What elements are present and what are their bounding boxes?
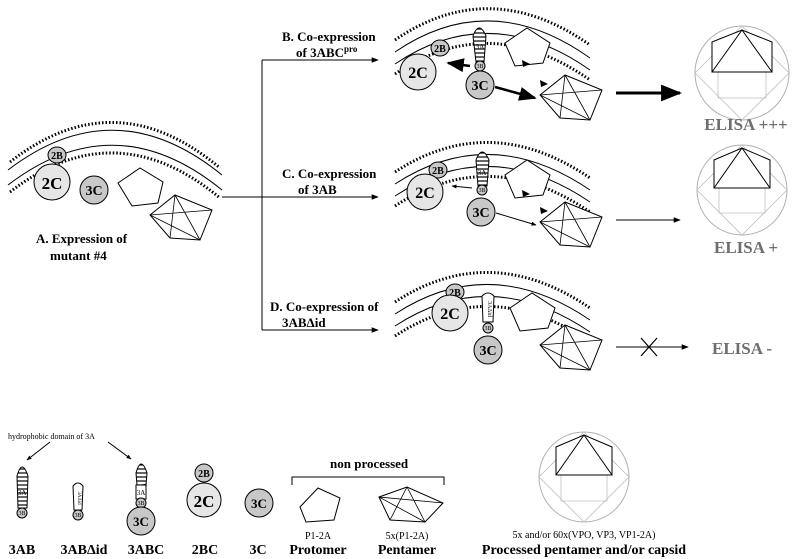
2b-bubble (47, 146, 67, 164)
panel-c-title-1: C. Co-expression (282, 166, 377, 181)
label-pentamer: Pentamer (378, 543, 436, 558)
elisa-c: ELISA + (714, 238, 778, 257)
panel-d-title-1: D. Co-expression of (270, 299, 379, 314)
d-2c (431, 294, 469, 332)
c-3c (466, 197, 496, 227)
protomer-shape (117, 167, 164, 207)
svg-text:3C: 3C (251, 496, 267, 511)
pentamer-shape (149, 194, 213, 241)
d-3b (482, 322, 494, 334)
svg-text:3B: 3B (74, 513, 81, 519)
panel-d-title-2: 3ABΔid (282, 315, 326, 330)
b-3c-label: 3C (471, 79, 488, 94)
b-2c-label: 2C (408, 65, 428, 82)
legend-3abc: 3A 3B 3C (126, 463, 156, 536)
b-cleavage-marker-2 (540, 80, 548, 87)
d-3aid (481, 292, 495, 323)
capsid-b (694, 25, 790, 121)
c-protomer (504, 159, 551, 199)
d-protomer (509, 292, 556, 332)
panel-a-title-2: mutant #4 (50, 248, 107, 263)
b-2b (430, 39, 450, 57)
svg-text:3B: 3B (137, 501, 144, 507)
non-processed-bracket (291, 476, 445, 485)
elisa-d: ELISA - (712, 339, 772, 358)
d-3b-label: 3B (484, 326, 491, 332)
c-3c-label: 3C (472, 206, 489, 221)
panel-c-title-2: of 3AB (298, 182, 337, 197)
capsid-c (696, 144, 788, 236)
branch-lines (222, 57, 379, 333)
c-pentamer (539, 201, 603, 248)
capsid-sub: 5x and/or 60x(VPO, VP3, VP1-2A) (513, 530, 656, 541)
d-3aid-label: 3AΔid (486, 301, 492, 317)
b-3a (472, 27, 487, 63)
b-pentamer (539, 74, 603, 121)
legend-capsid (538, 431, 630, 523)
panel-b-title-2: of 3ABCpro (296, 44, 358, 60)
panel-d: 2B 2C 3AΔid 3B 3C (394, 270, 689, 371)
c-2c (406, 173, 444, 211)
label-processed: Processed pentamer and/or capsid (482, 543, 686, 558)
d-3c (473, 335, 503, 365)
label-3abc: 3ABC (128, 543, 165, 558)
3c-circle (79, 175, 109, 205)
legend-3c: 3C (244, 488, 274, 518)
b-3b-label: 3B (476, 64, 483, 70)
b-2c (399, 53, 437, 91)
d-2b-label: 2B (449, 288, 461, 299)
d-2c-label: 2C (440, 306, 460, 323)
pentamer-sub: 5x(P1-2A) (386, 531, 429, 542)
label-3abdid: 3ABΔid (61, 543, 108, 558)
b-3a-label: 3A (476, 43, 485, 51)
hydrophobic-label: hydrophobic domain of 3A (8, 432, 95, 441)
c-2b-label: 2B (432, 166, 444, 177)
c-3a-label: 3A (478, 169, 487, 177)
c-cleavage-marker-2 (540, 207, 548, 214)
c-3b-label: 3B (478, 188, 485, 194)
2c-label: 2C (42, 174, 63, 193)
svg-text:3A: 3A (137, 489, 146, 497)
label-protomer: Protomer (289, 543, 346, 558)
legend-3abdid: 3AΔid 3B (72, 482, 84, 521)
svg-text:3AΔid: 3AΔid (76, 491, 81, 505)
b-3c (465, 70, 495, 100)
panel-a-title-1: A. Expression of (36, 231, 128, 246)
3c-label: 3C (85, 184, 102, 199)
c-3b (476, 184, 488, 196)
legend-2bc: 2B 2C (186, 463, 222, 518)
svg-text:3B: 3B (18, 511, 25, 517)
label-3c: 3C (249, 543, 266, 558)
legend: hydrophobic domain of 3A 3A 3B 3AΔid 3B … (8, 431, 686, 558)
svg-text:2B: 2B (198, 469, 210, 480)
panel-c: 2B 2C 3A 3B 3C (394, 140, 681, 248)
d-pentamer (539, 324, 603, 371)
svg-text:2C: 2C (194, 492, 215, 511)
b-protomer (504, 27, 551, 67)
label-2bc: 2BC (192, 543, 218, 558)
panel-a: 2B 2C 3C A. Expression of mutant #4 (7, 121, 223, 263)
label-3ab: 3AB (9, 543, 35, 558)
svg-text:3A: 3A (18, 489, 27, 497)
2c-circle (33, 163, 71, 201)
svg-text:3C: 3C (133, 514, 149, 529)
2b-label: 2B (51, 151, 63, 162)
panel-b-title-1: B. Co-expression (282, 29, 376, 44)
blocked-x-icon (640, 337, 658, 357)
d-3c-label: 3C (479, 344, 496, 359)
panel-b: 2B 2C 3A 3B 3C (394, 7, 683, 121)
non-processed-label: non processed (330, 456, 409, 471)
c-2c-label: 2C (415, 185, 435, 202)
b-2b-label: 2B (434, 44, 446, 55)
c-2b (428, 161, 448, 179)
legend-protomer-shape (299, 487, 341, 523)
c-cleavage-marker-1 (522, 190, 530, 197)
elisa-b: ELISA +++ (704, 115, 787, 134)
c-3a (475, 151, 490, 187)
b-cleavage-marker-1 (522, 60, 530, 67)
legend-pentamer-shape (378, 486, 444, 523)
protomer-sub: P1-2A (305, 531, 332, 542)
legend-3ab: 3A 3B (16, 466, 29, 519)
